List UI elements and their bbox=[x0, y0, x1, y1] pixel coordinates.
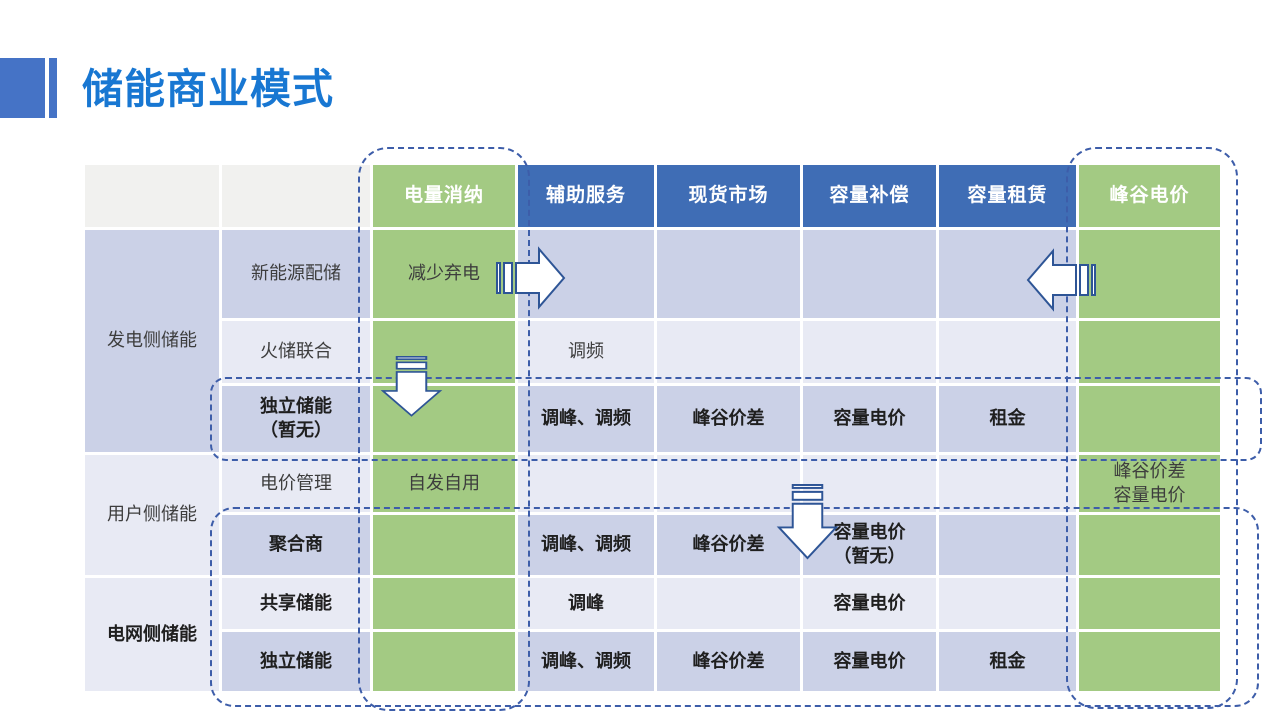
column-header: 现货市场 bbox=[657, 165, 800, 227]
table-cell: 峰谷价差 bbox=[657, 632, 800, 691]
column-header: 峰谷电价 bbox=[1079, 165, 1220, 227]
row-label: 聚合商 bbox=[222, 515, 370, 575]
table-cell: 调峰、调频 bbox=[518, 632, 654, 691]
row-group-label: 电网侧储能 bbox=[85, 578, 219, 691]
table-cell bbox=[373, 386, 515, 452]
table-cell bbox=[657, 230, 800, 318]
table-cell: 容量电价 bbox=[803, 632, 936, 691]
table-cell bbox=[1079, 230, 1220, 318]
title-accent-square bbox=[0, 58, 45, 118]
header-spacer bbox=[222, 165, 370, 227]
table-cell: 容量电价 bbox=[803, 578, 936, 629]
table-cell bbox=[518, 455, 654, 512]
table-cell bbox=[518, 230, 654, 318]
column-header: 容量补偿 bbox=[803, 165, 936, 227]
table-cell bbox=[939, 321, 1076, 383]
header-spacer bbox=[85, 165, 219, 227]
slide-title: 储能商业模式 bbox=[82, 66, 334, 112]
table-cell bbox=[657, 321, 800, 383]
row-label: 电价管理 bbox=[222, 455, 370, 512]
table-cell bbox=[803, 230, 936, 318]
table-cell bbox=[1079, 578, 1220, 629]
row-group-label: 用户侧储能 bbox=[85, 455, 219, 575]
table-cell: 容量电价（暂无） bbox=[803, 515, 936, 575]
table-cell bbox=[657, 455, 800, 512]
table-cell: 减少弃电 bbox=[373, 230, 515, 318]
title-accent-bar bbox=[49, 58, 57, 118]
row-label: 独立储能（暂无） bbox=[222, 386, 370, 452]
row-label: 共享储能 bbox=[222, 578, 370, 629]
table-cell bbox=[1079, 515, 1220, 575]
table-cell: 峰谷价差 bbox=[657, 515, 800, 575]
row-group-label: 发电侧储能 bbox=[85, 230, 219, 452]
table-cell: 调峰 bbox=[518, 578, 654, 629]
table-cell: 调频 bbox=[518, 321, 654, 383]
table-cell bbox=[373, 515, 515, 575]
table-cell: 租金 bbox=[939, 386, 1076, 452]
column-header: 辅助服务 bbox=[518, 165, 654, 227]
table-cell bbox=[1079, 321, 1220, 383]
table-cell: 调峰、调频 bbox=[518, 386, 654, 452]
table-cell bbox=[373, 321, 515, 383]
table-cell bbox=[803, 455, 936, 512]
row-label: 火储联合 bbox=[222, 321, 370, 383]
table-cell bbox=[939, 515, 1076, 575]
table-cell bbox=[373, 632, 515, 691]
column-header: 电量消纳 bbox=[373, 165, 515, 227]
table-cell bbox=[1079, 386, 1220, 452]
table-cell: 峰谷价差 bbox=[657, 386, 800, 452]
table-cell: 峰谷价差容量电价 bbox=[1079, 455, 1220, 512]
table-cell: 租金 bbox=[939, 632, 1076, 691]
business-model-table: 电量消纳辅助服务现货市场容量补偿容量租赁峰谷电价发电侧储能用户侧储能电网侧储能 新… bbox=[85, 165, 1220, 691]
table-cell bbox=[1079, 632, 1220, 691]
table-cell: 调峰、调频 bbox=[518, 515, 654, 575]
table-cell: 容量电价 bbox=[803, 386, 936, 452]
table-cell: 自发自用 bbox=[373, 455, 515, 512]
column-header: 容量租赁 bbox=[939, 165, 1076, 227]
table-cell bbox=[803, 321, 936, 383]
row-label: 独立储能 bbox=[222, 632, 370, 691]
table-cell bbox=[939, 455, 1076, 512]
table-cell bbox=[939, 230, 1076, 318]
row-label: 新能源配储 bbox=[222, 230, 370, 318]
table-cell bbox=[657, 578, 800, 629]
table-cell bbox=[373, 578, 515, 629]
table-cell bbox=[939, 578, 1076, 629]
